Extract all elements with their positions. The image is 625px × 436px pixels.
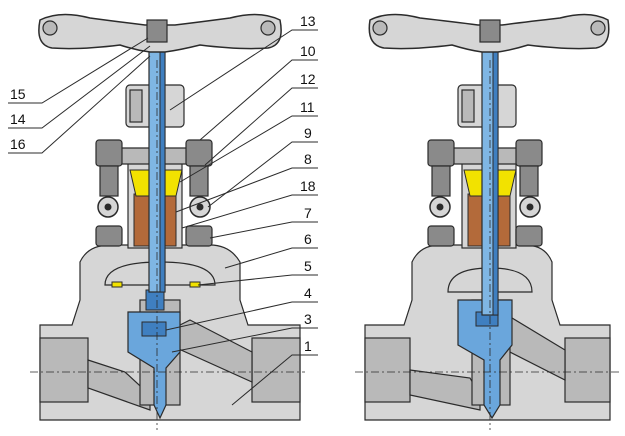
right-bolt-right bbox=[515, 139, 543, 247]
part-label-18: 18 bbox=[300, 178, 316, 194]
right-disc bbox=[457, 299, 513, 420]
leader-16 bbox=[8, 55, 151, 154]
part-label-3: 3 bbox=[304, 311, 312, 327]
left-handwheel-nut bbox=[146, 19, 168, 43]
left-yoke-nut-shade bbox=[129, 89, 143, 123]
part-label-8: 8 bbox=[304, 151, 312, 167]
part-label-6: 6 bbox=[304, 231, 312, 247]
part-label-16: 16 bbox=[10, 136, 26, 152]
left-bolt-left bbox=[95, 139, 123, 247]
left-bolt-right bbox=[185, 139, 213, 247]
leader-13 bbox=[169, 29, 318, 111]
right-stem-shade bbox=[492, 29, 499, 316]
leader-6 bbox=[224, 247, 318, 269]
left-valve bbox=[30, 13, 305, 430]
right-inlet-thread bbox=[364, 337, 411, 403]
part-labels: 15 14 16 13 10 12 11 9 8 18 7 6 5 4 3 1 bbox=[10, 13, 316, 354]
part-label-9: 9 bbox=[304, 125, 312, 141]
right-handwheel-nut bbox=[479, 19, 501, 43]
right-outlet-thread bbox=[564, 337, 611, 403]
part-label-7: 7 bbox=[304, 205, 312, 221]
leader-4 bbox=[165, 301, 318, 331]
leader-18 bbox=[181, 194, 318, 229]
leader-3 bbox=[171, 327, 318, 353]
leader-14 bbox=[8, 45, 151, 129]
leader-8 bbox=[175, 167, 318, 213]
leader-5 bbox=[197, 274, 318, 286]
left-gasket-left bbox=[111, 281, 123, 288]
right-bolt-left bbox=[427, 139, 455, 247]
left-handwheel-knob-right bbox=[260, 20, 276, 36]
leader-1 bbox=[231, 354, 318, 406]
right-yoke-nut-shade bbox=[461, 89, 475, 123]
leader-12 bbox=[204, 87, 318, 166]
part-label-12: 12 bbox=[300, 71, 316, 87]
right-handwheel-knob-left bbox=[372, 20, 388, 36]
leader-7 bbox=[209, 221, 318, 239]
right-valve bbox=[355, 13, 620, 430]
left-stem-shade bbox=[159, 29, 166, 293]
left-disc-nut bbox=[141, 321, 167, 337]
leader-10 bbox=[199, 59, 318, 141]
left-disc bbox=[127, 311, 181, 420]
part-label-1: 1 bbox=[304, 338, 312, 354]
leader-9 bbox=[207, 141, 318, 208]
left-handwheel-knob-left bbox=[42, 20, 58, 36]
part-label-4: 4 bbox=[304, 285, 312, 301]
part-label-5: 5 bbox=[304, 258, 312, 274]
left-stem-collar bbox=[145, 289, 165, 311]
right-handwheel-knob-right bbox=[590, 20, 606, 36]
leader-11 bbox=[179, 115, 318, 183]
part-label-15: 15 bbox=[10, 86, 26, 102]
left-outlet-thread bbox=[251, 337, 301, 403]
part-label-14: 14 bbox=[10, 111, 26, 127]
part-label-11: 11 bbox=[300, 99, 315, 115]
leader-lines bbox=[8, 29, 318, 406]
leader-15 bbox=[8, 37, 149, 104]
left-inlet-thread bbox=[39, 337, 89, 403]
part-label-13: 13 bbox=[300, 13, 316, 29]
part-label-10: 10 bbox=[300, 43, 316, 59]
